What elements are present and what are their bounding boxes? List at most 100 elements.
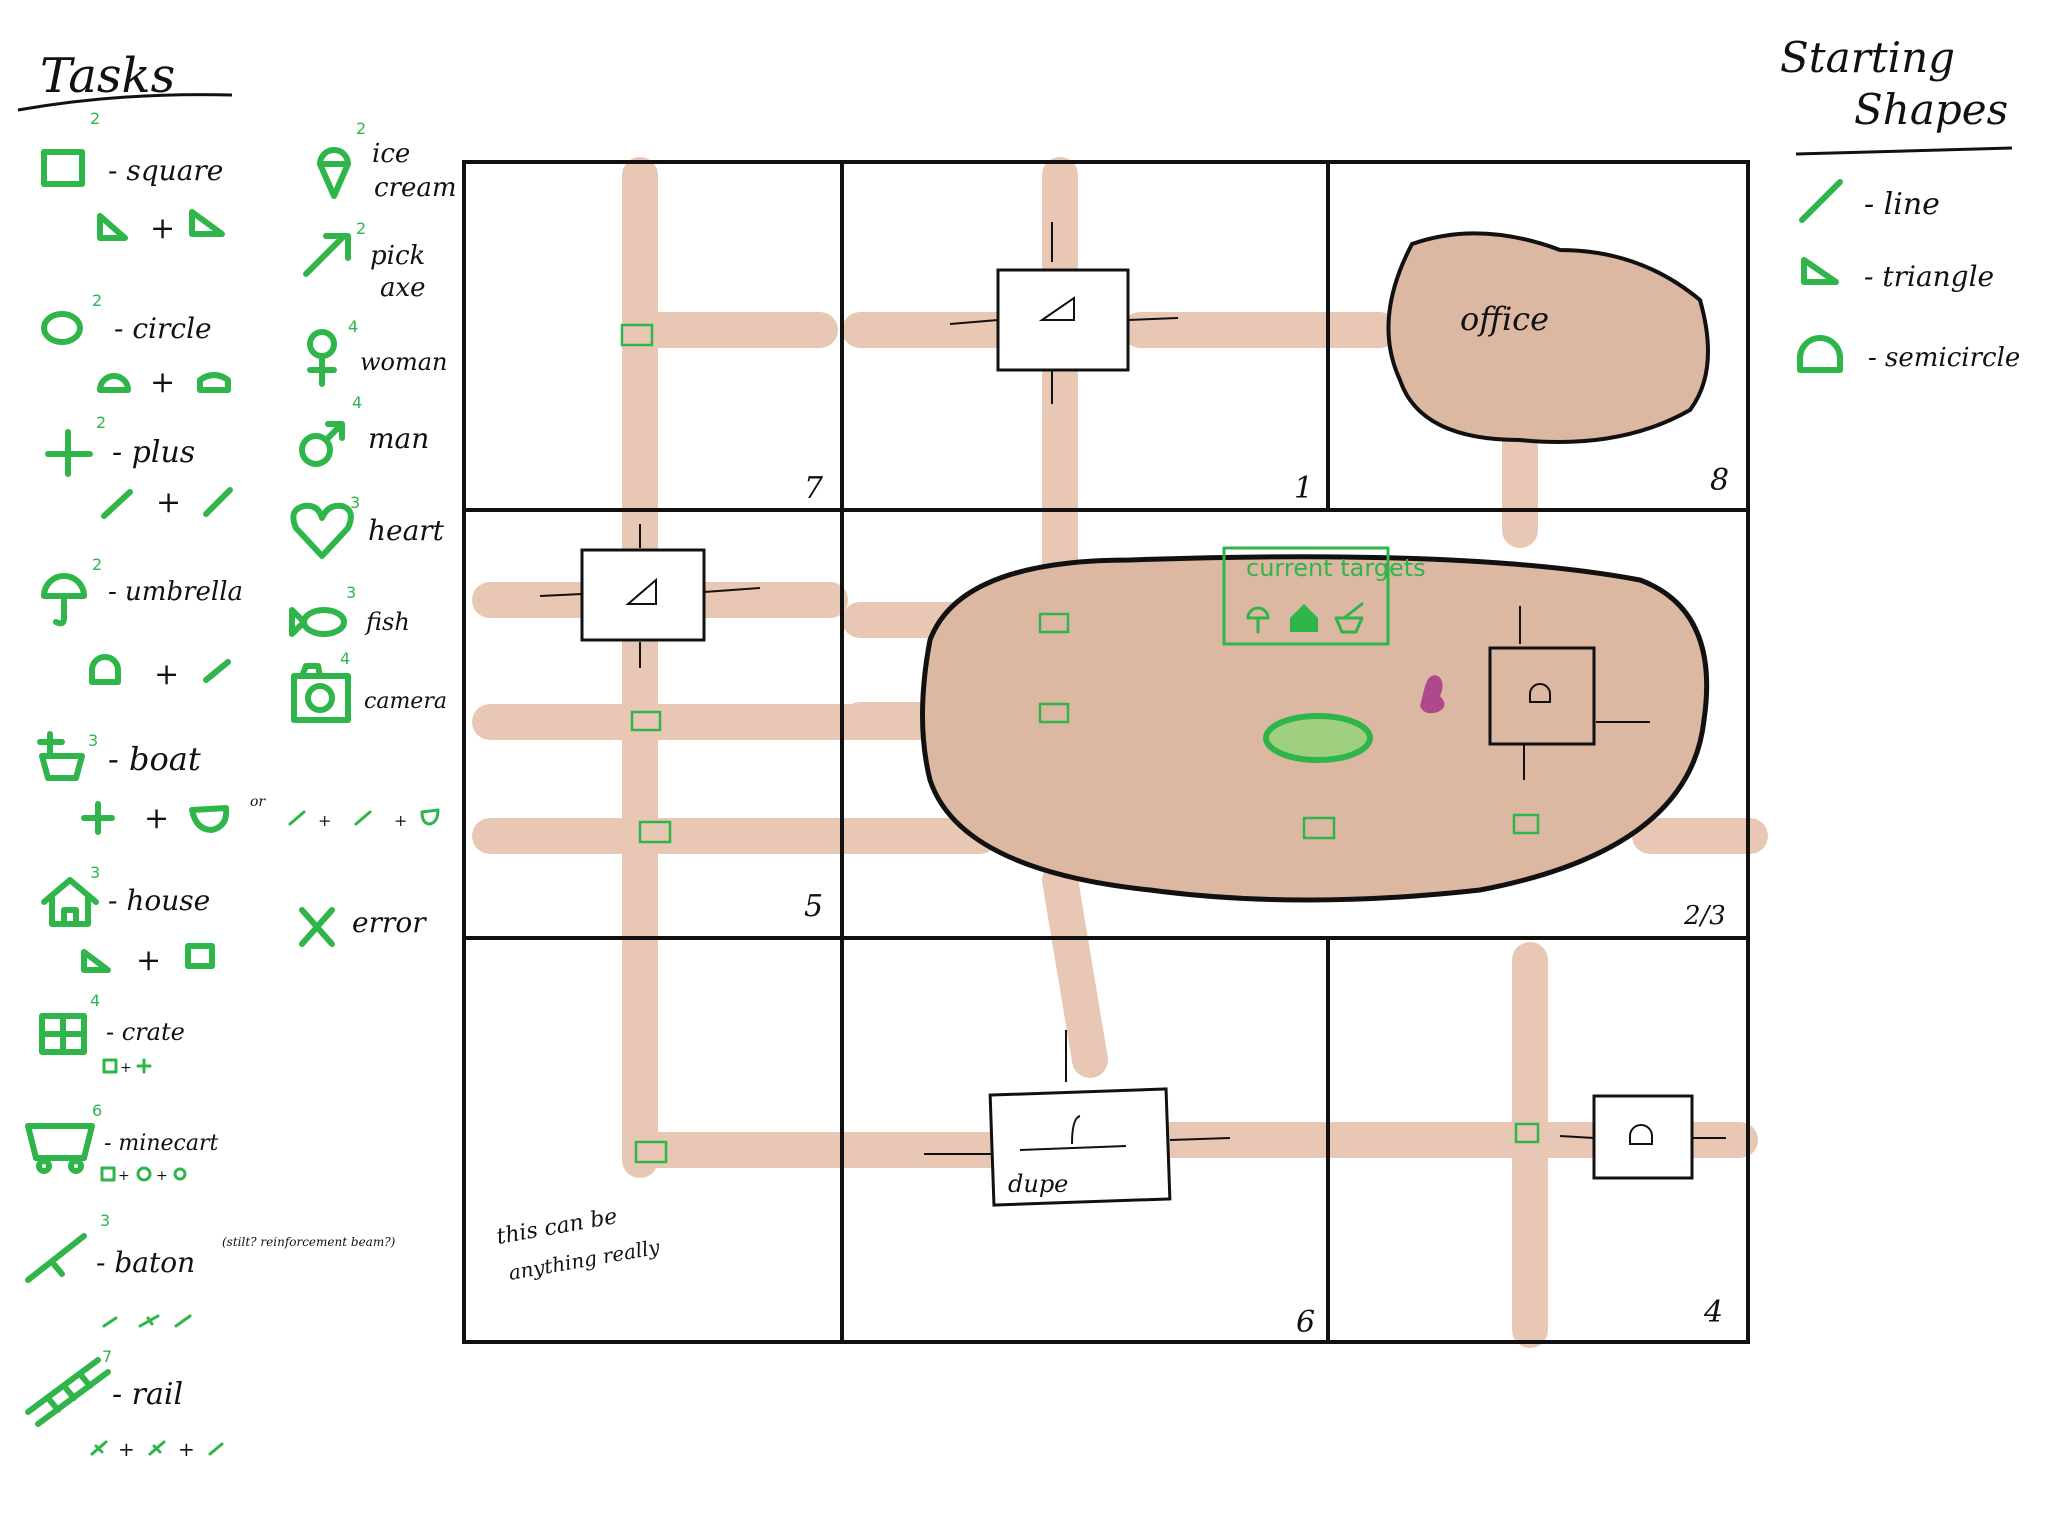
triangle-icon — [81, 949, 111, 973]
plus-icon — [81, 801, 115, 835]
marker — [630, 710, 662, 732]
baton-recipe — [102, 1314, 192, 1328]
boat-icon — [1334, 602, 1364, 634]
machine-dupe: dupe — [924, 1030, 1231, 1207]
svg-text:4: 4 — [90, 991, 100, 1010]
svg-text:- semicircle: - semicircle — [1868, 343, 2020, 373]
svg-text:fish: fish — [364, 608, 410, 636]
svg-text:heart: heart — [368, 514, 445, 547]
circle-icon — [173, 1167, 187, 1181]
semicircle-icon — [89, 654, 121, 685]
marker — [1038, 612, 1070, 634]
svg-text:ice: ice — [372, 139, 410, 169]
machine-triangle-top — [949, 222, 1179, 404]
triangle-icon — [625, 577, 657, 605]
house-icon — [41, 877, 99, 927]
svg-text:2: 2 — [92, 555, 102, 574]
umbrella-icon — [1246, 606, 1270, 634]
boat-icon — [37, 731, 85, 781]
house-icon — [1290, 604, 1318, 632]
minecart-icon — [25, 1123, 95, 1161]
cell-number-4: 4 — [1703, 1295, 1723, 1330]
grid-border — [462, 160, 1750, 1344]
svg-text:+: + — [318, 811, 331, 830]
machine-semicircle-right — [1559, 1094, 1726, 1180]
plus-icon — [45, 429, 93, 477]
svg-text:+: + — [156, 1168, 168, 1184]
svg-text:man: man — [368, 422, 429, 455]
task-pickaxe: 2 pick axe — [303, 219, 426, 303]
cell-number-8: 8 — [1710, 463, 1729, 498]
starting-line: - line — [1799, 179, 1940, 223]
line-icon — [1799, 179, 1843, 223]
plaza-outline — [920, 554, 1710, 903]
svg-text:2: 2 — [90, 109, 100, 128]
svg-text:3: 3 — [346, 583, 356, 602]
output-arrows — [539, 524, 761, 668]
triangle-icon — [189, 209, 225, 237]
marker — [638, 820, 672, 844]
office-fill — [1388, 233, 1708, 442]
starting-underline — [1795, 146, 2013, 156]
marker — [634, 1140, 668, 1164]
dupe-label: dupe — [1008, 1170, 1068, 1198]
line-icon — [101, 489, 133, 519]
svg-text:+: + — [394, 811, 407, 830]
svg-text:cream: cream — [374, 173, 457, 203]
starting-triangle: - triangle — [1801, 257, 1994, 293]
semicircle-icon — [1797, 335, 1843, 373]
svg-text:- house: - house — [108, 884, 210, 917]
office-label: office — [1460, 300, 1549, 338]
task-error: error — [299, 906, 427, 947]
output-arrows — [1519, 606, 1650, 780]
svg-text:2: 2 — [96, 413, 106, 432]
tasks-underline — [17, 93, 233, 112]
svg-text:- triangle: - triangle — [1864, 260, 1994, 293]
svg-text:or: or — [250, 794, 266, 810]
svg-text:+: + — [136, 943, 161, 978]
baton-icon — [25, 1233, 87, 1283]
square-icon — [102, 1058, 118, 1074]
square-icon — [41, 149, 85, 187]
svg-text:6: 6 — [92, 1101, 102, 1120]
svg-text:3: 3 — [100, 1211, 110, 1230]
man-icon — [299, 433, 333, 467]
svg-text:+: + — [120, 1060, 132, 1076]
svg-text:- crate: - crate — [106, 1018, 185, 1046]
cell-number-7: 7 — [804, 471, 824, 506]
disposal-pit — [1263, 713, 1373, 763]
svg-text:3: 3 — [88, 731, 98, 750]
semicircle-icon — [1529, 683, 1551, 703]
task-house: 3 - house + — [41, 863, 215, 978]
svg-text:- square: - square — [108, 154, 223, 187]
task-boat: 3 - boat + or + + — [37, 731, 440, 836]
task-square: 2 - square + — [41, 109, 225, 246]
task-minecart: 6 - minecart + + — [25, 1101, 218, 1184]
task-woman: 4 woman — [307, 317, 448, 387]
output-arrows — [949, 222, 1179, 404]
line-icon — [203, 487, 233, 517]
svg-text:camera: camera — [364, 689, 447, 714]
svg-text:+: + — [156, 485, 181, 520]
rail-icon — [25, 1357, 111, 1427]
error-icon — [299, 907, 335, 947]
starting-heading-1: Starting — [1780, 33, 1955, 82]
map-grid — [462, 160, 1750, 1344]
fish-icon — [301, 607, 347, 637]
svg-text:2: 2 — [356, 119, 366, 138]
svg-text:2: 2 — [356, 219, 366, 238]
svg-text:+: + — [150, 211, 175, 246]
svg-text:4: 4 — [348, 317, 358, 336]
svg-text:- circle: - circle — [114, 312, 212, 345]
svg-text:error: error — [352, 906, 427, 939]
marker — [620, 323, 654, 347]
svg-text:- line: - line — [1864, 187, 1940, 222]
svg-text:+: + — [154, 657, 179, 692]
semicircle-icon — [197, 372, 231, 393]
cell-number-5: 5 — [804, 889, 823, 924]
svg-text:+: + — [178, 1437, 195, 1461]
pickaxe-icon — [303, 233, 351, 277]
svg-text:- baton: - baton — [96, 1246, 195, 1279]
triangle-icon — [97, 213, 128, 241]
office-outline — [1386, 231, 1710, 444]
